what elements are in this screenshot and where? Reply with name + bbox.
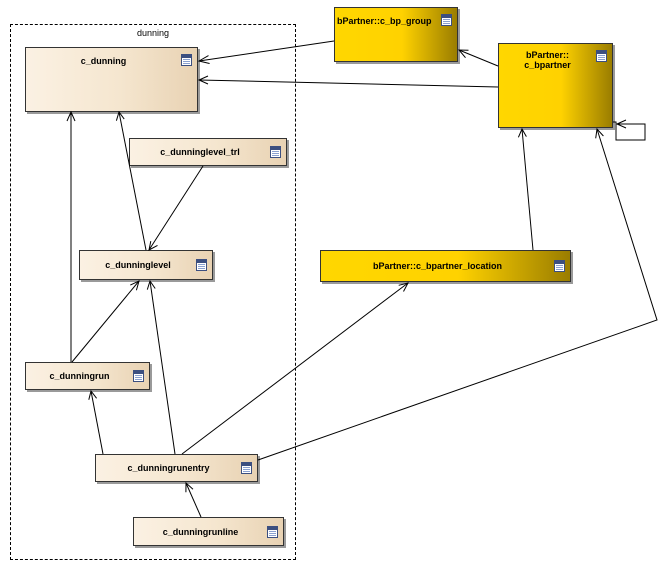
assoc-leveltrl-level[interactable] [148, 165, 204, 251]
arrowhead [146, 279, 156, 290]
class-c-bpartner-location[interactable]: bPartner::c_bpartner_location [320, 250, 571, 282]
assoc-entry-bpartner[interactable] [257, 128, 658, 461]
assoc-bpartner-bpgroup[interactable] [458, 49, 499, 67]
class-icon [596, 50, 607, 62]
class-name: c_dunningrun [49, 371, 110, 381]
arrowhead [148, 241, 158, 251]
class-icon [441, 14, 452, 26]
arrowhead [197, 75, 209, 85]
arrowhead [595, 127, 604, 139]
assoc-level-dunning[interactable] [118, 111, 147, 251]
package-label: dunning [136, 28, 170, 38]
arrowhead [615, 119, 627, 129]
class-c-dunninglevel-trl[interactable]: c_dunninglevel_trl [129, 138, 287, 166]
arrowhead [197, 55, 210, 64]
assoc-bpgroup-dunning[interactable] [198, 40, 335, 62]
class-c-dunninglevel[interactable]: c_dunninglevel [79, 250, 213, 280]
arrowhead [130, 280, 140, 291]
assoc-entry-level[interactable] [149, 280, 176, 455]
assoc-line-entry[interactable] [185, 482, 202, 518]
class-icon [554, 260, 565, 272]
class-name-namespace: bPartner:: [525, 50, 569, 60]
class-name: bPartner::c_bpartner_location [372, 261, 503, 271]
class-icon [270, 146, 281, 158]
arrowhead [457, 49, 469, 59]
arrowhead [88, 389, 97, 400]
assoc-run-level[interactable] [71, 280, 140, 363]
arrowhead [517, 127, 527, 138]
class-c-dunning[interactable]: c_dunning [25, 47, 198, 112]
class-name-table: c_bpartner [524, 60, 571, 70]
arrowhead [398, 282, 409, 292]
assoc-entry-location[interactable] [181, 282, 409, 455]
assoc-entry-run[interactable] [90, 390, 104, 455]
class-name: c_dunninglevel [105, 260, 171, 270]
class-name: bPartner::c_bp_group [337, 16, 432, 26]
package-dunning[interactable]: dunning [10, 24, 296, 560]
assoc-bpartner-dunning[interactable] [198, 79, 499, 88]
class-name: c_dunningrunline [162, 526, 239, 537]
arrowhead [66, 110, 76, 122]
class-c-bpartner[interactable]: bPartner:: c_bpartner [498, 43, 613, 128]
class-c-dunningrunentry[interactable]: c_dunningrunentry [95, 454, 258, 482]
class-icon [196, 259, 207, 271]
class-icon [181, 54, 192, 66]
class-c-bp-group[interactable]: bPartner::c_bp_group [334, 7, 458, 62]
class-icon [241, 462, 252, 474]
assoc-location-bpartner[interactable] [521, 128, 534, 251]
class-name: c_dunninglevel_trl [160, 147, 240, 157]
class-name: c_dunning [80, 56, 127, 66]
assoc-bpartner-self[interactable] [613, 121, 646, 141]
class-name: c_dunningrunentry [127, 463, 210, 473]
class-name: bPartner:: c_bpartner [503, 50, 592, 70]
arrowhead [115, 110, 125, 121]
class-icon [267, 525, 278, 538]
class-c-dunningrunline[interactable]: c_dunningrunline [133, 517, 284, 546]
arrowhead [185, 481, 194, 493]
class-icon [133, 370, 144, 382]
class-c-dunningrun[interactable]: c_dunningrun [25, 362, 150, 390]
